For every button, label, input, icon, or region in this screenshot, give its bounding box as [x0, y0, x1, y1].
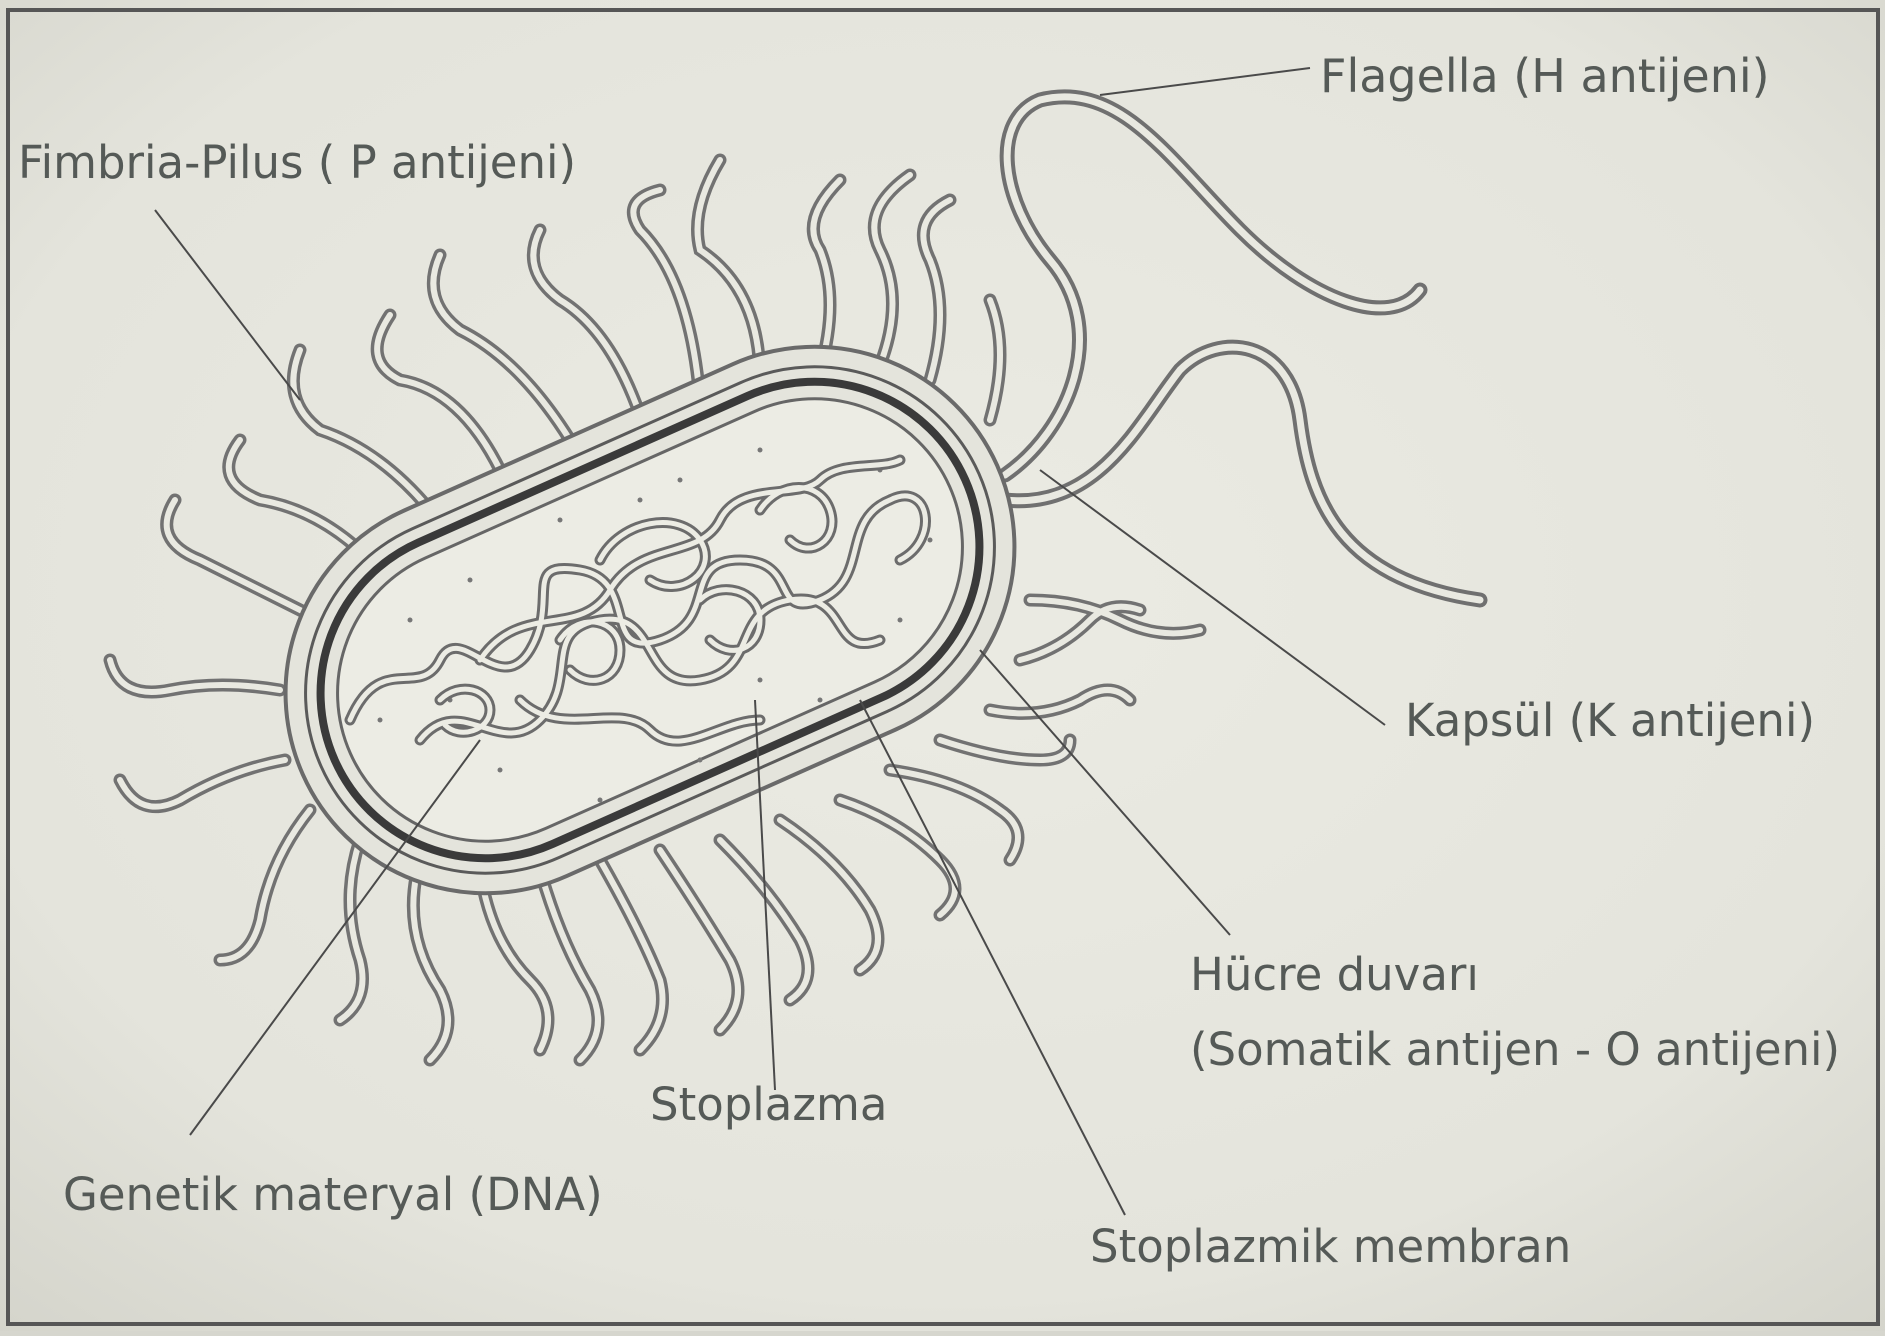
label-somatik-antijen: (Somatik antijen - O antijeni) [1190, 1023, 1840, 1076]
label-flagella: Flagella (H antijeni) [1320, 49, 1770, 103]
label-stoplazmik-membran: Stoplazmik membran [1090, 1220, 1571, 1273]
label-genetik-materyal: Genetik materyal (DNA) [63, 1168, 603, 1221]
label-stoplazma: Stoplazma [650, 1078, 887, 1131]
label-fimbria-pilus: Fimbria-Pilus ( P antijeni) [18, 136, 576, 189]
label-hucre-duvari: Hücre duvarı [1190, 948, 1479, 1001]
label-kapsul: Kapsül (K antijeni) [1405, 694, 1815, 747]
